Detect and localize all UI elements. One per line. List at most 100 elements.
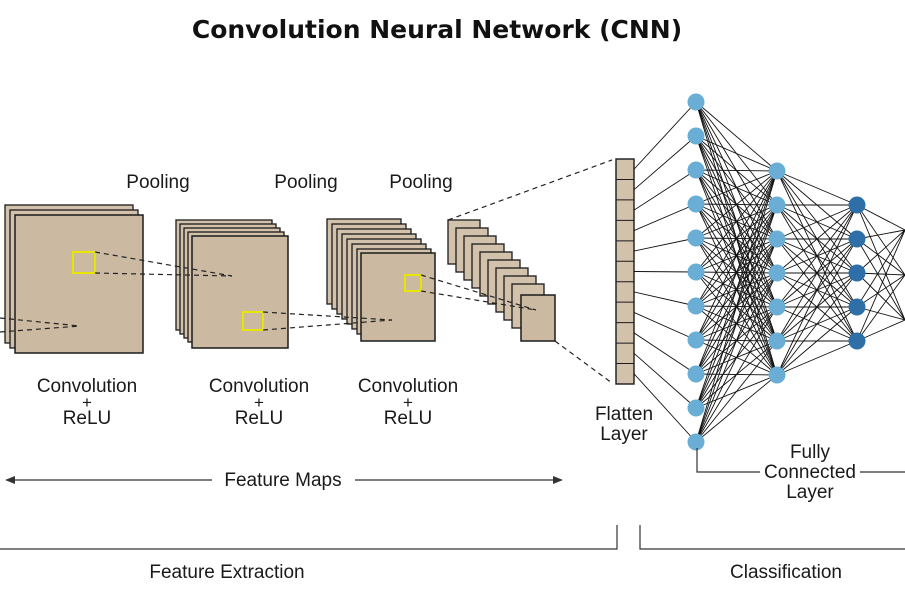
nn-connection: [776, 204, 858, 376]
nn-connection: [695, 101, 778, 172]
nn-connection: [633, 332, 697, 375]
conv-relu-label-3: Convolution + ReLU: [358, 376, 458, 429]
nn-connection: [776, 204, 858, 274]
neuron-layer-3: [848, 298, 866, 316]
flatten-layer: [615, 158, 635, 385]
nn-connection: [776, 204, 858, 240]
nn-connection: [633, 135, 697, 191]
nn-connection: [695, 238, 778, 443]
nn-connection: [856, 238, 905, 276]
nn-connection: [776, 340, 858, 376]
nn-connection: [695, 170, 778, 443]
svg-text:ReLU: ReLU: [63, 408, 112, 429]
neuron-layer-1: [687, 433, 705, 451]
flatten-layer-label: Flatten Layer: [595, 404, 653, 445]
nn-connection: [695, 204, 778, 443]
neuron-layer-2: [768, 332, 786, 350]
feature-map-stack-3: [326, 218, 436, 342]
nn-connection: [856, 272, 905, 321]
nn-connection: [695, 135, 778, 172]
neuron-layer-1: [687, 161, 705, 179]
nn-connection: [695, 170, 778, 273]
nn-connection: [633, 352, 697, 409]
receptive-field-lines: [0, 159, 613, 384]
neuron-layer-1: [687, 297, 705, 315]
feature-extraction-label: Feature Extraction: [149, 562, 304, 583]
svg-text:+: +: [254, 393, 264, 412]
feature-map-stack-2: [175, 219, 289, 349]
svg-text:Layer: Layer: [600, 424, 648, 445]
nn-connection: [856, 204, 905, 321]
neuron-layer-1: [687, 263, 705, 281]
neuron-layer-1: [687, 127, 705, 145]
neuron-layer-2: [768, 196, 786, 214]
pooling-label-2: Pooling: [274, 172, 337, 193]
classification-label: Classification: [730, 562, 842, 583]
neuron-layer-2: [768, 264, 786, 282]
kernel-window-2: [242, 311, 264, 331]
neuron-layer-2: [768, 298, 786, 316]
nn-connection: [856, 229, 905, 308]
nn-connection: [633, 237, 697, 252]
nn-connection: [776, 170, 858, 206]
svg-text:+: +: [403, 393, 413, 412]
svg-text:Convolution: Convolution: [37, 376, 137, 397]
neuron-layer-3: [848, 264, 866, 282]
nn-connection: [856, 238, 905, 321]
nn-connection: [695, 340, 778, 443]
neuron-layer-1: [687, 331, 705, 349]
svg-text:Fully: Fully: [790, 442, 831, 463]
svg-text:Convolution: Convolution: [358, 376, 458, 397]
fully-connected-label: Fully Connected Layer: [764, 442, 856, 503]
svg-text:ReLU: ReLU: [384, 408, 433, 429]
nn-connection: [633, 311, 697, 341]
fully-connected-bracket: [696, 448, 905, 473]
nn-connection: [776, 204, 858, 342]
nn-connection: [633, 169, 697, 211]
nn-connection: [776, 238, 858, 376]
nn-connection: [856, 204, 905, 231]
nn-connection: [776, 204, 858, 308]
neuron-layer-3: [848, 332, 866, 350]
nn-connection: [856, 274, 905, 342]
neuron-layer-1: [687, 399, 705, 417]
nn-connection: [695, 374, 778, 443]
nn-connection: [695, 170, 778, 375]
nn-connection: [695, 272, 778, 443]
neuron-layer-2: [768, 162, 786, 180]
svg-text:ReLU: ReLU: [235, 408, 284, 429]
neuron-layer-3: [848, 196, 866, 214]
neuron-layer-2: [768, 230, 786, 248]
nn-connection: [695, 170, 778, 341]
nn-connection: [633, 271, 697, 273]
diagram-title: Convolution Neural Network (CNN): [192, 15, 682, 44]
svg-text:+: +: [82, 393, 92, 412]
nn-connection: [856, 274, 905, 308]
nn-connection: [856, 229, 905, 342]
nn-connection: [856, 229, 905, 274]
kernel-window-3: [404, 274, 422, 292]
neuron-layer-1: [687, 365, 705, 383]
svg-text:Layer: Layer: [786, 482, 834, 503]
svg-text:Connected: Connected: [764, 462, 856, 483]
neuron-layer-1: [687, 195, 705, 213]
neuron-layer-2: [768, 366, 786, 384]
feature-map-stack-4: [447, 219, 556, 342]
nn-connection: [695, 170, 778, 205]
neuron-layer-1: [687, 93, 705, 111]
nn-connection: [695, 169, 778, 172]
nn-neurons: [687, 93, 866, 451]
nn-connection: [633, 291, 697, 307]
kernel-window-1: [72, 251, 96, 274]
feature-maps-arrow: [5, 476, 563, 484]
nn-connections: [633, 101, 905, 443]
conv-relu-label-2: Convolution + ReLU: [209, 376, 309, 429]
conv-relu-label-1: Convolution + ReLU: [37, 376, 137, 429]
svg-text:Flatten: Flatten: [595, 404, 653, 425]
pooling-label-3: Pooling: [389, 172, 452, 193]
neuron-layer-1: [687, 229, 705, 247]
neuron-layer-3: [848, 230, 866, 248]
nn-connection: [856, 319, 905, 342]
feature-maps-label: Feature Maps: [224, 470, 341, 491]
